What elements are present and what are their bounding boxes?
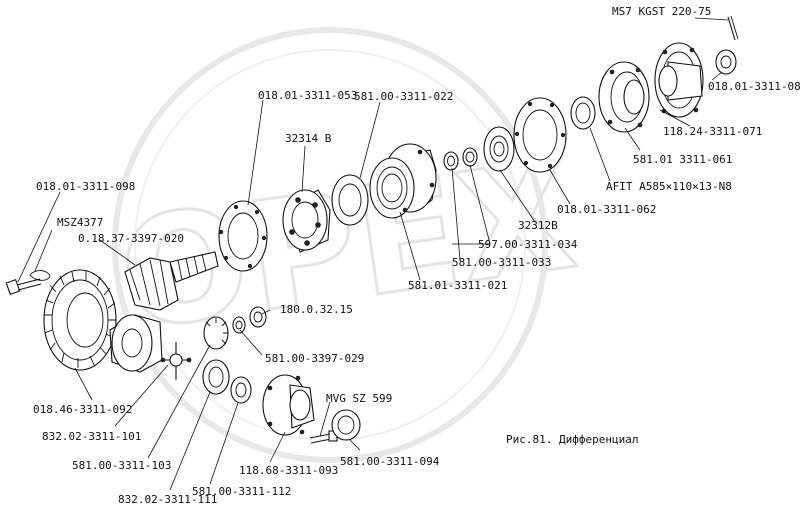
label-018-46-3311-092: 018.46-3311-092 [33,403,132,416]
label-581-00-3397-029: 581.00-3397-029 [265,352,364,365]
label-118-68-3311-093: 118.68-3311-093 [239,464,338,477]
cotter-pin [727,15,739,41]
bearing-housing [369,143,437,219]
label-832-02-3311-111: 832.02-3311-111 [118,493,217,506]
label-msz4377: MSZ4377 [57,216,103,229]
ring-gear [43,269,117,371]
label-32314b: 32314 B [285,132,332,145]
spacer-ring-right [462,147,478,167]
gasket-right [513,97,567,173]
side-washer [230,376,252,404]
label-0-18-37-3397-020: 0.18.37-3397-020 [78,232,184,245]
planet-washer [232,316,246,334]
thrust-washer [249,306,267,328]
label-180-0-32-15: 180.0.32.15 [280,303,353,316]
spider-cross [160,342,192,380]
bearing-outer-race [331,174,369,226]
label-581-01-3311-021: 581.01-3311-021 [408,279,507,292]
case-bolt [309,430,338,444]
side-gear [202,359,230,395]
label-018-01-3311-098: 018.01-3311-098 [36,180,135,193]
planet-gear [203,316,229,350]
label-581-00-3311-033: 581.00-3311-033 [452,256,551,269]
figure-caption: Рис.81. Дифференциал [506,433,638,446]
label-afit: AFIT A585×110×13-N8 [606,180,732,193]
leader-lines [17,17,729,491]
gasket-left [218,200,268,272]
label-581-00-3311-094: 581.00-3311-094 [340,455,440,468]
label-581-01-3311-061: 581.01 3311-061 [633,153,732,166]
shaft-seal [570,96,596,130]
label-581-00-3311-103: 581.00-3311-103 [72,459,171,472]
diff-case-half-right [262,374,315,436]
drive-pinion [124,251,219,311]
bolt [5,278,42,296]
bearing-32314b [282,189,331,253]
label-018-01-3311-062: 018.01-3311-062 [557,203,656,216]
label-581-00-3311-112: 581.00-3311-112 [192,485,291,498]
bearing-cap [598,61,650,133]
case-nut-ring [331,409,361,441]
lock-washer [29,270,51,281]
label-597-00-3311-034: 597.00-3311-034 [478,238,578,251]
label-018-01-3311-053: 018.01-3311-053 [258,89,357,102]
castle-nut [715,49,737,75]
part-labels: MS7 KGST 220-75 018.01-3311-088 118.24-3… [33,5,800,506]
label-832-02-3311-101: 832.02-3311-101 [42,430,141,443]
diff-case-half-left [109,314,163,373]
small-ring [443,151,459,171]
label-32312b: 32312B [518,219,558,232]
output-flange [654,42,704,118]
label-118-24-3311-071: 118.24-3311-071 [663,125,762,138]
label-ms7-kgst: MS7 KGST 220-75 [612,5,711,18]
label-018-01-3311-088: 018.01-3311-088 [708,80,800,93]
label-581-00-3311-022: 581.00-3311-022 [354,90,453,103]
label-mvg-sz-599: MVG SZ 599 [326,392,392,405]
bearing-32312b [483,126,515,172]
